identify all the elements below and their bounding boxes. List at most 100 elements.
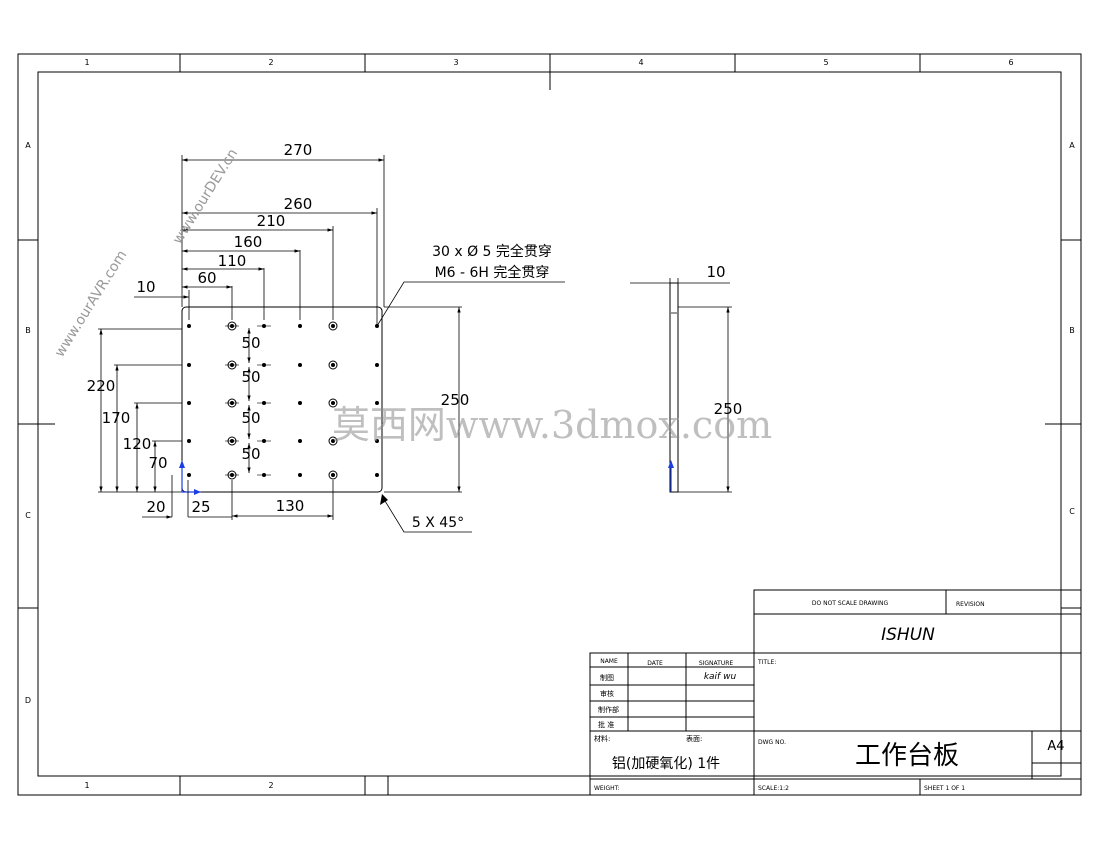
chamfer-note: 5 X 45° — [412, 515, 464, 531]
origin-axis-icon — [179, 460, 201, 495]
zone-col-label: 2 — [268, 58, 273, 67]
hole-note-2: M6 - 6H 完全贯穿 — [435, 264, 550, 281]
zone-col-label: 4 — [638, 58, 643, 67]
through-hole-icon — [298, 401, 302, 405]
dim-70: 70 — [148, 454, 167, 472]
through-hole-icon — [375, 363, 379, 367]
dim-50: 50 — [241, 445, 260, 463]
dim-60: 60 — [197, 269, 216, 287]
hole-note-1: 30 x Ø 5 完全贯穿 — [432, 243, 552, 260]
dim-270: 270 — [284, 141, 313, 159]
col-date-label: DATE — [647, 660, 663, 667]
front-view: 270 260 210 160 110 60 10 250 220 170 12… — [87, 141, 565, 533]
through-hole-icon — [375, 401, 379, 405]
zone-row-label: B — [25, 326, 31, 335]
zone-col-label: 5 — [823, 58, 828, 67]
through-hole-icon — [375, 473, 379, 477]
finish-label: 表面: — [686, 734, 702, 743]
watermark-diagonal-2: www.ourDEV.cn — [170, 146, 241, 247]
zone-col-label: 1 — [84, 58, 89, 67]
threaded-hole-icon — [328, 398, 338, 408]
threaded-hole-core — [331, 324, 335, 328]
dim-50: 50 — [241, 368, 260, 386]
dwg-no-label: DWG NO. — [758, 739, 786, 746]
watermark-main: 莫西网www.3dmox.com — [332, 403, 772, 447]
drawing-title: 工作台板 — [855, 741, 959, 771]
row-label-checked: 审核 — [600, 689, 614, 698]
company-name: ISHUN — [881, 625, 935, 645]
watermark-diagonal-1: www.ourAVR.com — [52, 248, 131, 360]
dim-170: 170 — [102, 409, 131, 427]
dim-210: 210 — [257, 212, 286, 230]
through-hole-icon — [187, 401, 191, 405]
do-not-scale-label: DO NOT SCALE DRAWING — [812, 600, 889, 607]
zone-row-label: A — [25, 141, 31, 150]
through-hole-icon — [187, 439, 191, 443]
zone-row-label: A — [1069, 141, 1075, 150]
through-hole-icon — [298, 324, 302, 328]
dim-10: 10 — [136, 278, 155, 296]
leader-line — [376, 281, 565, 327]
scale-label: SCALE:1:2 — [758, 785, 789, 792]
dim-260: 260 — [284, 195, 313, 213]
side-outline — [669, 282, 679, 493]
dim-20: 20 — [146, 498, 165, 516]
through-hole-icon — [187, 473, 191, 477]
threaded-hole-core — [331, 439, 335, 443]
zone-col-label: 2 — [268, 781, 273, 790]
title-block — [589, 589, 1082, 796]
through-hole-icon — [298, 363, 302, 367]
hole-pattern — [187, 321, 379, 480]
zone-row-label: D — [25, 696, 31, 705]
signature: kaif wu — [704, 672, 737, 682]
zone-row-label: C — [25, 511, 31, 520]
zone-col-label: 6 — [1008, 58, 1013, 67]
threaded-hole-icon — [328, 436, 338, 446]
dim-50: 50 — [241, 409, 260, 427]
dim-220: 220 — [87, 377, 116, 395]
side-dim-10: 10 — [706, 263, 725, 281]
sheet-size: A4 — [1047, 739, 1064, 754]
through-hole-icon — [187, 324, 191, 328]
drawing-frame — [17, 53, 1082, 796]
material-label: 材料: — [594, 734, 610, 743]
row-label-production: 制作部 — [598, 705, 619, 714]
col-name-label: NAME — [600, 658, 618, 665]
dim-250: 250 — [441, 391, 470, 409]
threaded-hole-core — [331, 473, 335, 477]
zone-row-label: B — [1069, 326, 1075, 335]
zone-col-label: 1 — [84, 781, 89, 790]
dim-25: 25 — [191, 498, 210, 516]
row-label-approved: 批 准 — [598, 720, 614, 729]
side-view: 10 250 — [630, 263, 743, 493]
through-hole-icon — [298, 473, 302, 477]
sheet-label: SHEET 1 OF 1 — [924, 785, 965, 792]
threaded-hole-core — [331, 363, 335, 367]
zone-labels: 1 2 3 4 5 6 1 2 A B C D A B C — [25, 58, 1075, 790]
revision-label: REVISION — [956, 601, 985, 608]
zone-row-label: C — [1069, 507, 1075, 516]
title-label: TITLE: — [757, 659, 776, 666]
arrowhead — [380, 494, 388, 505]
through-hole-icon — [375, 439, 379, 443]
weight-label: WEIGHT: — [594, 785, 620, 792]
dim-120: 120 — [123, 435, 152, 453]
dim-110: 110 — [218, 252, 247, 270]
row-label-drawn: 制图 — [600, 673, 614, 682]
threaded-hole-icon — [328, 321, 338, 331]
leader-line — [381, 495, 472, 533]
threaded-hole-icon — [328, 360, 338, 370]
through-hole-icon — [187, 363, 191, 367]
dim-50: 50 — [241, 334, 260, 352]
threaded-hole-icon — [328, 470, 338, 480]
through-hole-icon — [298, 439, 302, 443]
threaded-hole-core — [331, 401, 335, 405]
side-origin-icon — [668, 460, 674, 492]
material-value: 铝(加硬氧化) 1件 — [612, 756, 720, 772]
zone-col-label: 3 — [453, 58, 458, 67]
col-signature-label: SIGNATURE — [699, 660, 734, 667]
dim-160: 160 — [234, 233, 263, 251]
side-dim-250: 250 — [714, 400, 743, 418]
dim-130: 130 — [276, 497, 305, 515]
